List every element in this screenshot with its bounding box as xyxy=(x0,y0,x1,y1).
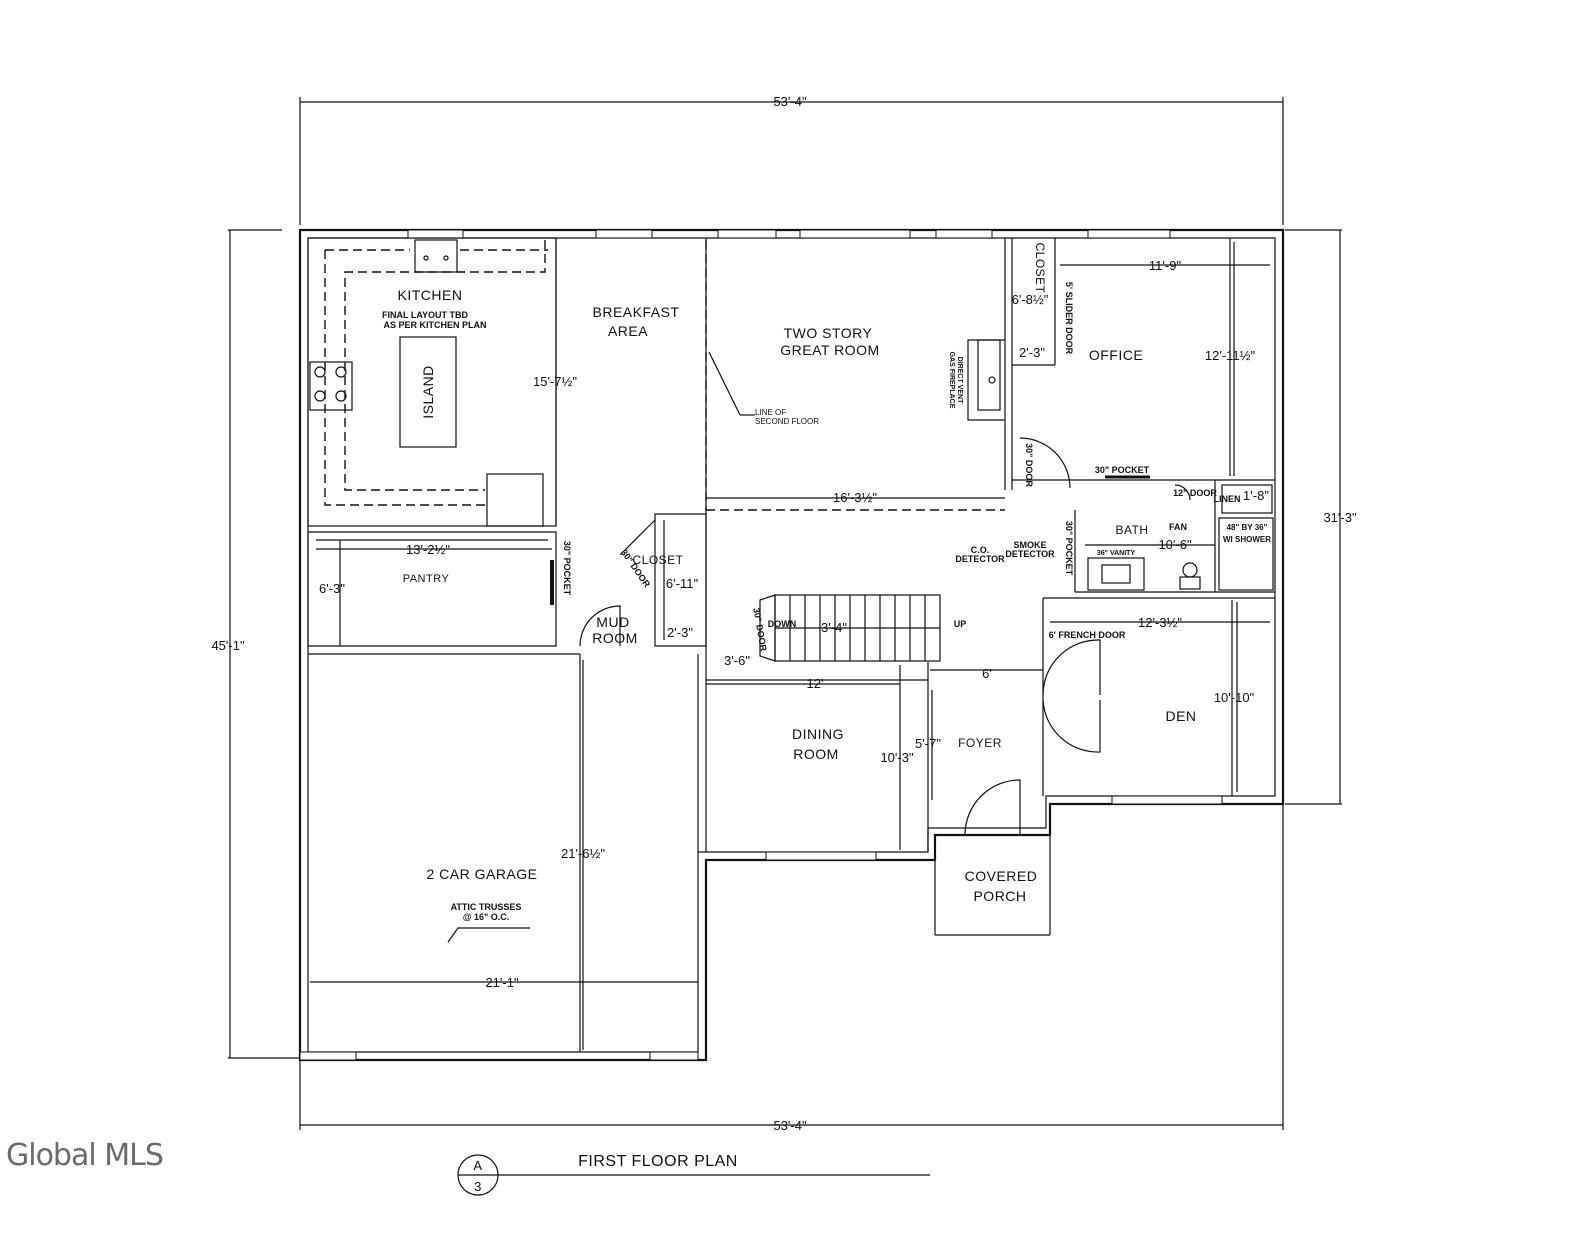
great-room-label-line-1: TWO STORY xyxy=(784,325,873,341)
kitchen-note-line-1: FINAL LAYOUT TBD xyxy=(382,310,469,320)
kitchen-label: KITCHEN xyxy=(398,287,463,303)
hall-width-dim: 3'-6" xyxy=(724,653,750,668)
french-door-label: 6' FRENCH DOOR xyxy=(1049,630,1126,640)
office-door-label: 30" DOOR xyxy=(1024,443,1034,487)
mud-closet-label: CLOSET xyxy=(632,553,683,567)
mud-room-label-line-1: MUD xyxy=(596,614,629,630)
co-detector-label-line-1: C.O. xyxy=(971,545,990,555)
co-detector-label-line-2: DETECTOR xyxy=(955,554,1005,564)
trusses-note-line-2: @ 16" O.C. xyxy=(463,912,510,922)
mud-closet-depth-dim: 6'-11" xyxy=(666,576,699,591)
foyer-hall-dim: 6' xyxy=(982,666,992,681)
kitchen-note-line-2: AS PER KITCHEN PLAN xyxy=(383,320,486,330)
width-top-dim: 53'-4" xyxy=(773,94,807,109)
interior-walls xyxy=(307,237,1275,1052)
garage-label: 2 CAR GARAGE xyxy=(426,866,537,882)
markers xyxy=(447,351,930,1196)
depth-right-dim: 31'-3" xyxy=(1323,510,1357,525)
room-dimension-labels: 15'-7½" 16'-3½" 6'-8½" 2'-3" 11'-9" 12'-… xyxy=(319,258,1269,990)
overall-dimension-labels: 53'-4" 53'-4" 45'-1" 31'-3" xyxy=(211,94,1357,1133)
title-block: A 3 FIRST FLOOR PLAN xyxy=(473,1153,737,1194)
stair-door-label: 30" DOOR xyxy=(751,607,769,652)
office-depth-dim: 12'-11½" xyxy=(1205,348,1256,363)
stair-width-dim: 3'-4" xyxy=(821,620,847,635)
office-width-dim: 11'-9" xyxy=(1149,258,1182,273)
fireplace xyxy=(967,339,1005,421)
office-closet-dim: 6'-8½" xyxy=(1012,292,1049,307)
second-floor-note-line-1: LINE OF xyxy=(755,408,786,417)
sheet-number-bottom: 3 xyxy=(474,1179,482,1194)
pantry-pocket-label: 30" POCKET xyxy=(562,541,572,596)
room-dimension-lines xyxy=(310,242,1270,1050)
fireplace-chase-dim: 2'-3" xyxy=(1019,345,1045,360)
windows xyxy=(299,229,1223,1061)
bath-fixtures xyxy=(1087,484,1274,591)
porch-label-line-1: COVERED xyxy=(965,868,1038,884)
office-closet-label: CLOSET xyxy=(1033,242,1047,293)
fireplace-note-line-2: GAS FIREPLACE xyxy=(948,352,955,409)
office-label: OFFICE xyxy=(1089,347,1143,363)
bath-label: BATH xyxy=(1115,523,1148,537)
shower-label-line-1: 48" BY 36" xyxy=(1227,523,1268,532)
dining-width-dim: 12' xyxy=(807,676,824,691)
stair-up-label: UP xyxy=(954,619,967,629)
foyer-label: FOYER xyxy=(958,736,1002,750)
dining-depth-dim: 10'-3" xyxy=(880,750,914,765)
door-swings xyxy=(579,437,1191,836)
linen-width-dim: 1'-8" xyxy=(1243,488,1269,503)
sheet-number-top: A xyxy=(473,1158,482,1173)
great-room-width-dim: 16'-3½" xyxy=(833,490,877,505)
shower-label-line-2: WI SHOWER xyxy=(1223,535,1271,544)
smoke-detector-label-line-2: DETECTOR xyxy=(1005,549,1055,559)
overall-dimension-lines xyxy=(228,97,1342,1130)
linen-label: LINEN xyxy=(1214,494,1241,504)
den-depth-dim: 10'-10" xyxy=(1214,690,1255,705)
vanity-label: 36" VANITY xyxy=(1097,550,1136,557)
breakfast-label-line-1: BREAKFAST xyxy=(593,304,680,320)
pantry-depth-dim: 6'-3" xyxy=(319,581,345,596)
porch-label-line-2: PORCH xyxy=(973,888,1026,904)
dining-label-line-1: DINING xyxy=(792,726,844,742)
linen-door-label: 12" DOOR xyxy=(1173,488,1217,498)
room-labels: KITCHEN FINAL LAYOUT TBD AS PER KITCHEN … xyxy=(382,242,1271,922)
pantry-label: PANTRY xyxy=(403,573,450,585)
den-label: DEN xyxy=(1165,708,1196,724)
garage-width-dim: 21'-1" xyxy=(485,975,519,990)
bath-pocket-label: 30" POCKET xyxy=(1064,521,1074,576)
width-bottom-dim: 53'-4" xyxy=(773,1118,807,1133)
island-label: ISLAND xyxy=(420,365,436,419)
dashed-lines xyxy=(324,240,1005,511)
watermark-logo: Global MLS xyxy=(6,1138,164,1173)
smoke-detector-label-line-1: SMOKE xyxy=(1013,540,1046,550)
stairs xyxy=(759,594,941,662)
second-floor-note-line-2: SECOND FLOOR xyxy=(755,417,819,426)
foyer-width-dim: 5'-7" xyxy=(915,736,941,751)
stair-down-label: DOWN xyxy=(768,619,797,629)
breakfast-depth-dim: 15'-7½" xyxy=(533,374,577,389)
mud-closet-width-dim: 2'-3" xyxy=(667,625,693,640)
fireplace-note-line-1: DIRECT VENT xyxy=(956,357,963,404)
mud-room-label-line-2: ROOM xyxy=(592,630,638,646)
slider-door-label: 5' SLIDER DOOR xyxy=(1064,282,1074,355)
bath-width-dim: 10'-6" xyxy=(1158,537,1192,552)
fan-label: FAN xyxy=(1169,522,1187,532)
den-width-dim: 12'-3½" xyxy=(1138,615,1182,630)
breakfast-label-line-2: AREA xyxy=(608,323,648,339)
depth-left-dim: 45'-1" xyxy=(211,638,245,653)
trusses-note-line-1: ATTIC TRUSSES xyxy=(451,902,522,912)
dining-label-line-2: ROOM xyxy=(793,746,839,762)
plan-title: FIRST FLOOR PLAN xyxy=(578,1153,738,1170)
great-room-label-line-2: GREAT ROOM xyxy=(780,342,879,358)
pantry-width-dim: 13'-2½" xyxy=(406,542,450,557)
garage-depth-dim: 21'-6½" xyxy=(561,846,605,861)
office-pocket-label: 30" POCKET xyxy=(1095,465,1150,475)
kitchen-fixtures xyxy=(309,239,544,527)
